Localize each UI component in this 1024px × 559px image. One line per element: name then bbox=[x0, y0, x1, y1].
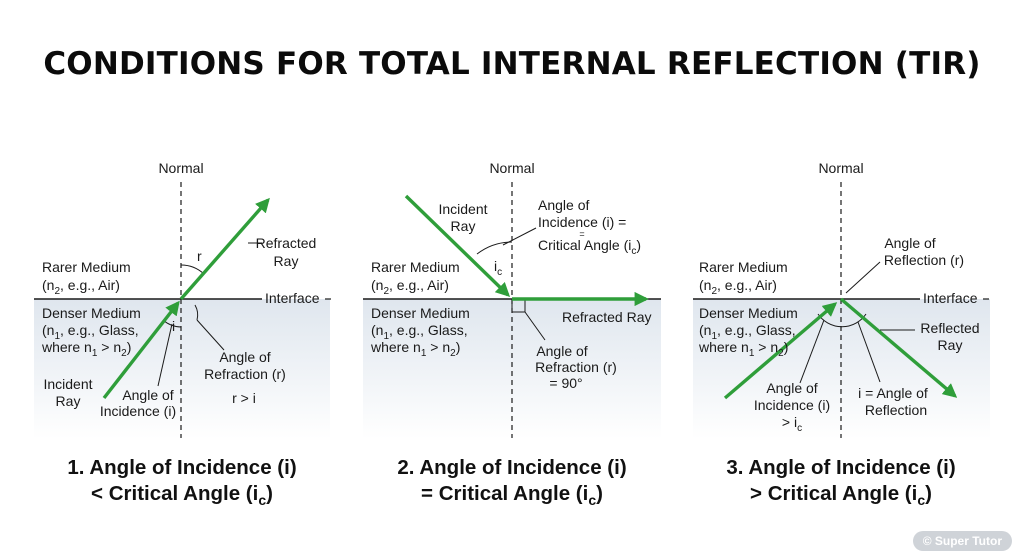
rarer-medium-index: (n2, e.g., Air) bbox=[699, 277, 777, 297]
interface-label: Interface bbox=[265, 290, 320, 306]
incidence-angle-label-2: Incidence (i) bbox=[100, 403, 176, 419]
caption-panel-1: 1. Angle of Incidence (i) < Critical Ang… bbox=[17, 455, 347, 513]
refraction-below-arc bbox=[194, 304, 199, 321]
watermark: © Super Tutor bbox=[912, 531, 1012, 551]
relation-label: r > i bbox=[232, 390, 256, 406]
critical-angle-leader bbox=[502, 227, 537, 246]
incident-ray bbox=[102, 300, 180, 400]
incident-ray bbox=[723, 302, 838, 400]
normal-label: Normal bbox=[158, 160, 203, 176]
caption-panel-3: 3. Angle of Incidence (i) > Critical Ang… bbox=[676, 455, 1006, 513]
incidence-angle-label-1: Angle of bbox=[766, 380, 817, 396]
reflected-ray-label-1: Reflected bbox=[920, 320, 979, 336]
incidence-angle-label-2: Incidence (i) bbox=[754, 397, 830, 413]
caption-line-2: = Critical Angle (ic) bbox=[421, 482, 603, 509]
denser-medium-label: Denser Medium bbox=[371, 305, 470, 321]
denser-medium-index: (n1, e.g., Glass, bbox=[371, 322, 468, 342]
caption-line-1: 1. Angle of Incidence (i) bbox=[67, 456, 297, 479]
page-title: CONDITIONS FOR TOTAL INTERNAL REFLECTION… bbox=[43, 46, 981, 82]
interface-label: Interface bbox=[923, 290, 978, 306]
denser-medium-label: Denser Medium bbox=[42, 305, 141, 321]
incidence-angle-label-2: Incidence (i) = bbox=[538, 214, 626, 230]
refraction-angle-label-2: Refraction (r) bbox=[535, 359, 617, 375]
rarer-medium-label: Rarer Medium bbox=[699, 259, 788, 275]
panel-1: Normal r i Refracted Ray Interface Rarer… bbox=[34, 160, 331, 439]
critical-angle-symbol: ic bbox=[494, 258, 502, 278]
reflection-angle-label-2: Reflection (r) bbox=[884, 252, 964, 268]
critical-angle-label: Critical Angle (ic) bbox=[538, 237, 641, 257]
incident-ray bbox=[404, 194, 511, 297]
incident-ray-label-2: Ray bbox=[56, 393, 81, 409]
refracted-label-1: Refracted bbox=[256, 235, 317, 251]
incidence-leader bbox=[157, 323, 173, 387]
incident-ray-label-1: Incident bbox=[43, 376, 92, 392]
denser-medium-index: (n1, e.g., Glass, bbox=[42, 322, 139, 342]
incident-ray-label-2: Ray bbox=[451, 218, 476, 234]
rarer-medium-label: Rarer Medium bbox=[42, 259, 131, 275]
denser-medium-index: (n1, e.g., Glass, bbox=[699, 322, 796, 342]
reflection-angle-label-1: Angle of bbox=[884, 235, 935, 251]
panel-3: Normal Angle of Reflection (r) Interface… bbox=[693, 160, 990, 439]
rarer-medium-label: Rarer Medium bbox=[371, 259, 460, 275]
denser-medium-region bbox=[363, 299, 661, 439]
caption-line-2: < Critical Angle (ic) bbox=[91, 482, 273, 509]
incident-ray-label-1: Incident bbox=[438, 201, 487, 217]
reflected-ray-label-2: Ray bbox=[938, 337, 963, 353]
refraction-angle-arc bbox=[180, 264, 205, 275]
normal-label: Normal bbox=[818, 160, 863, 176]
denser-medium-region bbox=[693, 299, 990, 439]
angle-arc bbox=[817, 313, 867, 328]
panel-2: Normal Incident Ray ic Angle of Incidenc… bbox=[363, 160, 661, 439]
incidence-angle-label-1: Angle of bbox=[122, 387, 173, 403]
refraction-angle-value: = 90° bbox=[549, 375, 582, 391]
refracted-ray-label: Refracted Ray bbox=[562, 309, 651, 325]
r-label: r bbox=[197, 248, 202, 264]
incidence-leader bbox=[799, 319, 825, 384]
incidence-angle-condition: > ic bbox=[782, 414, 802, 434]
denser-medium-label: Denser Medium bbox=[699, 305, 798, 321]
denser-medium-region bbox=[34, 299, 330, 439]
i-label: i bbox=[172, 318, 175, 334]
normal-label: Normal bbox=[489, 160, 534, 176]
equal-angle-label-2: Reflection bbox=[865, 402, 927, 418]
denser-medium-condition: where n1 > n2) bbox=[370, 339, 460, 359]
rarer-medium-index: (n2, e.g., Air) bbox=[42, 277, 120, 297]
reflection-angle-leader bbox=[845, 261, 881, 294]
incidence-angle-label-1: Angle of bbox=[538, 197, 589, 213]
refraction-angle-label-1: Angle of bbox=[536, 343, 587, 359]
caption-line-2: > Critical Angle (ic) bbox=[750, 482, 932, 509]
caption-line-1: 2. Angle of Incidence (i) bbox=[397, 456, 627, 479]
equal-angle-label-1: i = Angle of bbox=[858, 385, 928, 401]
denser-medium-condition: where n1 > n2) bbox=[41, 339, 131, 359]
rarer-medium-index: (n2, e.g., Air) bbox=[371, 277, 449, 297]
refraction-leader bbox=[524, 311, 546, 341]
refracted-ray bbox=[179, 197, 270, 301]
caption-panel-2: 2. Angle of Incidence (i) = Critical Ang… bbox=[347, 455, 677, 513]
refracted-label-2: Ray bbox=[274, 253, 299, 269]
caption-line-1: 3. Angle of Incidence (i) bbox=[726, 456, 956, 479]
refraction-angle-label-2: Refraction (r) bbox=[204, 366, 286, 382]
reflection-equal-leader bbox=[857, 321, 881, 383]
refraction-angle-label-1: Angle of bbox=[219, 349, 270, 365]
refraction-leader bbox=[196, 319, 225, 351]
denser-medium-condition: where n1 > n2) bbox=[698, 339, 788, 359]
reflected-ray bbox=[839, 297, 958, 398]
equals-mark: = bbox=[579, 229, 584, 239]
critical-angle-arc bbox=[476, 241, 513, 255]
